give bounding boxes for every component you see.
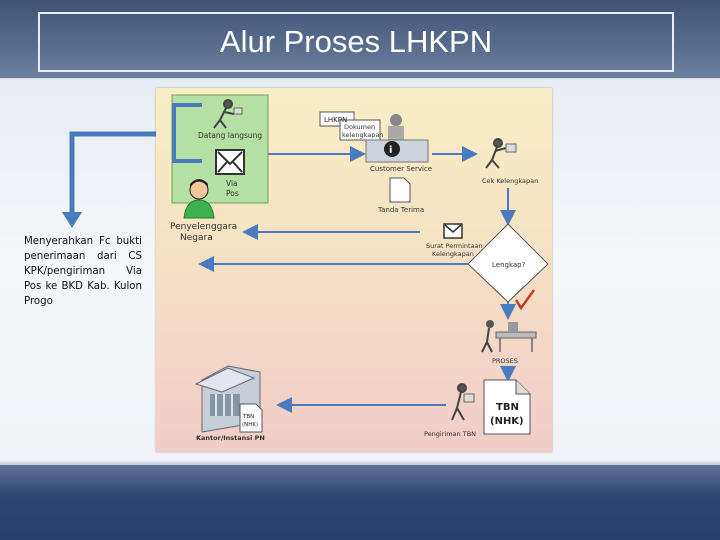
slide-title: Alur Proses LHKPN [219,24,493,59]
title-frame: Alur Proses LHKPN [38,12,674,72]
tbn-document-icon [483,379,531,435]
via-pos-label-2: Pos [226,189,239,198]
footer-band [0,465,720,540]
penyelenggara-label-2: Negara [180,233,213,243]
mail-icon [215,149,245,175]
dokumen-label-2: kelengkapan [342,131,383,139]
input-box [171,94,269,204]
pengiriman-label: Pengiriman TBN [424,430,476,438]
worker-icon [485,138,517,169]
proses-label: PROSES [492,357,518,365]
kantor-label: Kantor/Instansi PN [196,434,265,442]
lengkap-label: Lengkap? [492,261,526,269]
side-note: Menyerahkan Fc bukti penerimaan dari CS … [24,236,142,307]
dokumen-label-1: Dokumen [344,123,375,131]
input-bracket [172,103,202,163]
receipt-document-icon [389,177,411,203]
person-icon [183,179,215,219]
lhkpn-tag-label: LHKPN [324,116,347,124]
tbn-label-2: (NHK) [490,416,524,427]
check-icon [514,289,536,311]
process-worker-icon [481,320,537,353]
flow-diagram: Datang langsung Via Pos Penyelenggara Ne… [156,88,552,452]
datang-langsung-label: Datang langsung [198,131,262,140]
surat-label-2: Kelengkapan [432,250,474,258]
delivery-worker-icon [451,383,475,421]
penyelenggara-label-1: Penyelenggara [170,222,237,232]
tbn-label-1: TBN [496,402,519,413]
flow-diagram-canvas: Datang langsung Via Pos Penyelenggara Ne… [170,94,549,442]
note-arrow [62,131,157,228]
request-letter-icon [443,223,463,239]
lhkpn-document-icon [319,111,381,141]
surat-label-1: Surat Permintaan [426,242,483,250]
walking-person-icon [213,99,243,129]
customer-service-icon: i [365,114,429,163]
tanda-terima-label: Tanda Terima [377,206,424,214]
tbn-small-label-1: TBN [242,414,254,420]
small-tbn-document-icon [239,403,263,433]
tbn-small-label-2: (NHK) [242,422,258,428]
via-pos-label-1: Via [226,179,238,188]
customer-service-label: Customer Service [370,165,432,173]
svg-text:i: i [389,145,392,156]
cek-kelengkapan-label: Cek Kelengkapan [482,177,538,185]
